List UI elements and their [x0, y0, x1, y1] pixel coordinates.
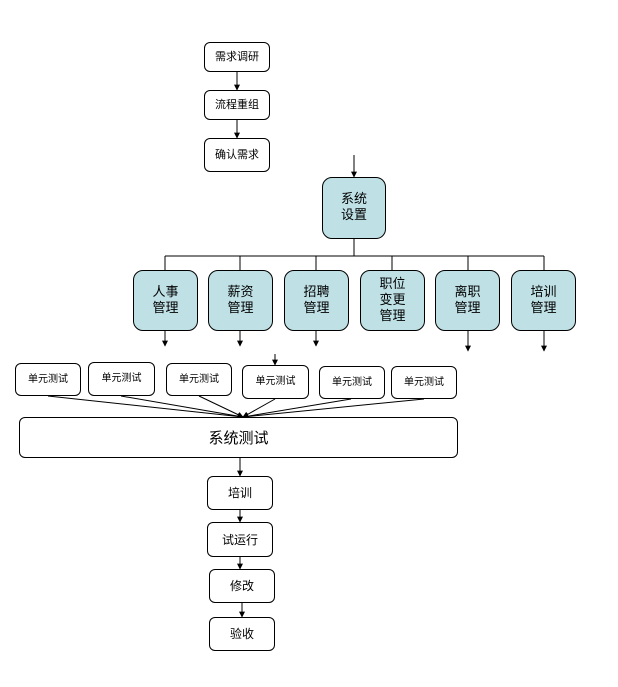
module-training: 培训 管理 — [511, 270, 576, 331]
modification-box: 修改 — [209, 569, 275, 603]
training-box: 培训 — [207, 476, 273, 510]
module-personnel: 人事 管理 — [133, 270, 198, 331]
system-test-box: 系统测试 — [19, 417, 458, 458]
system-setup-box: 系统 设置 — [322, 177, 386, 239]
module-recruitment: 招聘 管理 — [284, 270, 349, 331]
module-position-change: 职位 变更 管理 — [360, 270, 425, 331]
unit-test-box-3: 单元测试 — [166, 363, 232, 396]
requirement-confirm-box: 确认需求 — [204, 138, 270, 172]
module-resignation: 离职 管理 — [435, 270, 500, 331]
acceptance-box: 验收 — [209, 617, 275, 651]
unit-test-box-6: 单元测试 — [391, 366, 457, 399]
unit-test-box-4: 单元测试 — [242, 365, 309, 399]
module-payroll: 薪资 管理 — [208, 270, 273, 331]
trial-run-box: 试运行 — [207, 522, 273, 557]
unit-test-box-1: 单元测试 — [15, 363, 81, 396]
process-reorg-box: 流程重组 — [204, 90, 270, 120]
requirement-survey-box: 需求调研 — [204, 42, 270, 72]
unit-test-box-2: 单元测试 — [88, 362, 155, 396]
unit-test-box-5: 单元测试 — [319, 366, 385, 399]
